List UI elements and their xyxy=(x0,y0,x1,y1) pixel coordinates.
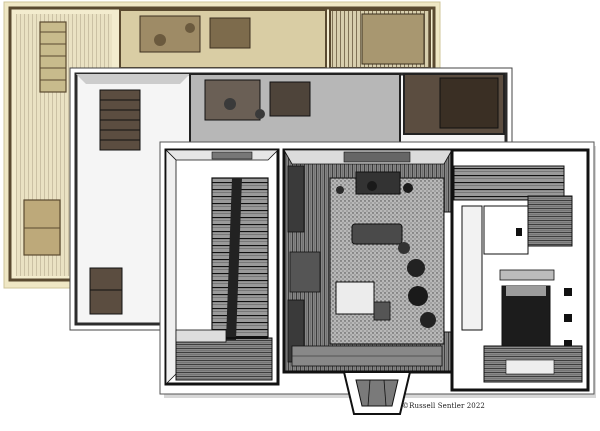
bookshelf-icon xyxy=(287,165,305,233)
staircase-icon xyxy=(453,165,565,201)
bedroom xyxy=(450,148,590,392)
table-icon xyxy=(335,281,375,315)
sofa-icon xyxy=(351,223,403,245)
cabinet-icon xyxy=(89,267,123,315)
desk-icon xyxy=(139,15,201,53)
desk-icon xyxy=(289,251,321,293)
bay-window-icon xyxy=(342,371,412,415)
desk-icon xyxy=(355,171,401,195)
stair-hall xyxy=(164,148,280,386)
chair-icon xyxy=(373,301,391,321)
rug-icon xyxy=(505,359,555,375)
study-room xyxy=(282,148,454,374)
floor-wood xyxy=(175,337,273,381)
bay-window-icon xyxy=(343,151,411,163)
copyright-credit: ©Russell Sentler 2022 xyxy=(402,402,485,410)
ink-sheet xyxy=(159,141,596,415)
window-icon xyxy=(211,151,253,160)
